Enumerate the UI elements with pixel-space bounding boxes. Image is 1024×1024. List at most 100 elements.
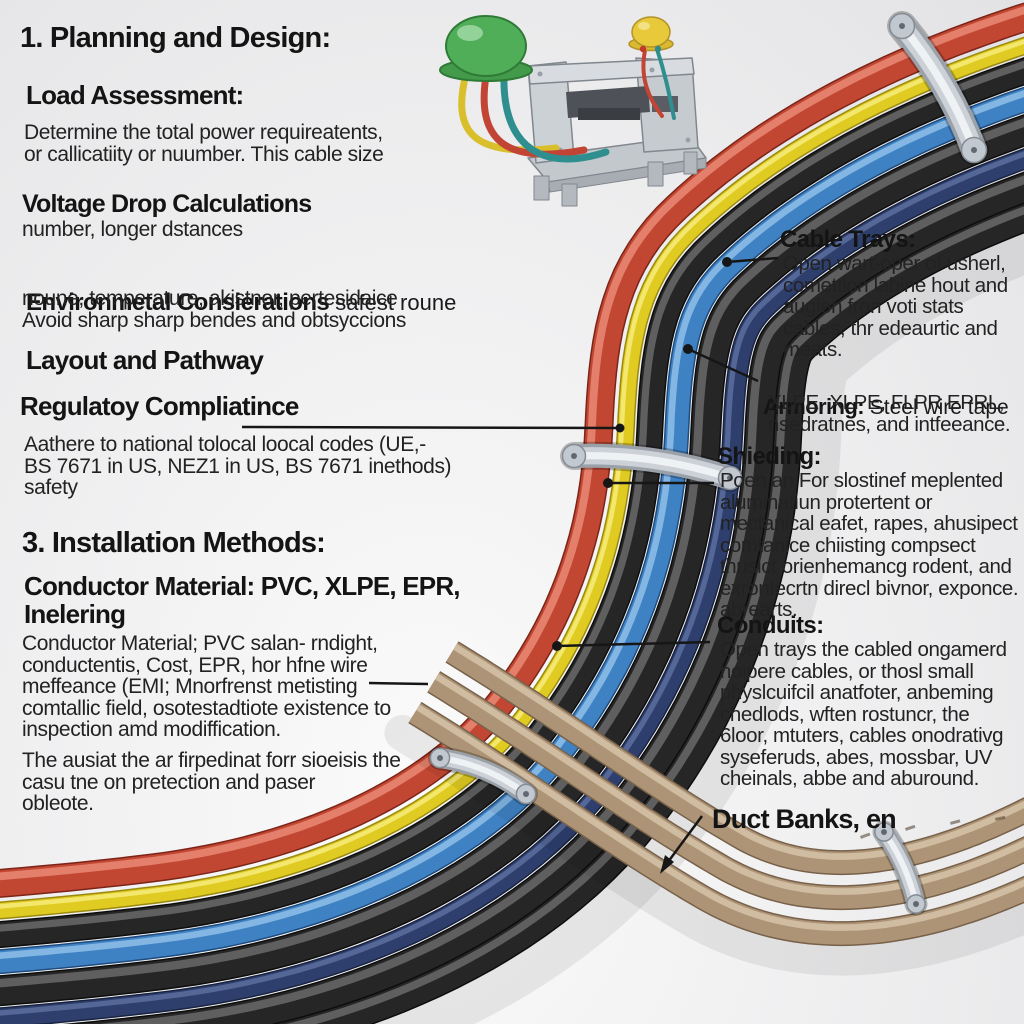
machine-illustration — [439, 15, 707, 207]
cable-yellow-highlight — [0, 39, 1024, 909]
cable-print-mark — [905, 824, 916, 831]
duct-bundle-shadow — [384, 715, 1024, 976]
cable-tan — [427, 672, 1024, 909]
callout-line-conduits — [556, 640, 711, 648]
machine-bolt — [685, 137, 691, 143]
cable-clamp — [560, 441, 744, 492]
callout-dot-conduits — [552, 641, 562, 651]
cable-trays-heading: Cable Trays: — [780, 226, 916, 253]
callout-dot-shielding — [603, 478, 613, 488]
cable-blue — [0, 88, 1024, 973]
callout-dot-armoring — [683, 344, 693, 354]
red-wire-small — [641, 44, 664, 118]
cable-red — [0, 4, 1024, 897]
cable-black — [0, 115, 1024, 1005]
machine-wires — [458, 44, 676, 163]
clamp-screw — [913, 901, 919, 907]
cable-black — [77, 173, 1024, 1024]
red-wire — [480, 72, 588, 158]
teal-wire-small — [654, 44, 676, 120]
callout-line-regulatory — [241, 425, 621, 430]
cable-black — [0, 58, 1024, 947]
callout-dot-cable-trays — [722, 257, 732, 267]
cable-navy-highlight — [0, 151, 1024, 1016]
clamp-screw — [727, 475, 733, 481]
callout-line-emi — [368, 681, 429, 686]
duct-banks-arrow — [660, 815, 704, 874]
load-assessment-text: Determine the total power requireatents,… — [24, 121, 384, 166]
callout-line-armoring — [687, 347, 759, 383]
cable-black-highlight — [0, 60, 1024, 932]
callouts — [241, 256, 779, 874]
machine-bolt — [649, 67, 655, 73]
cable-tan-highlight — [416, 704, 1024, 931]
conductor-material-text-1: Conductor Material; PVC salan- rndight, … — [22, 632, 391, 741]
conductor-material-heading: Conductor Material: PVC, XLPE, EPR, Inel… — [24, 571, 461, 629]
machine-leg — [683, 151, 698, 175]
cable-blue-highlight — [0, 90, 1024, 959]
conduits-text: Open trays the cabled ongamerd hoipere c… — [720, 638, 1007, 790]
cable-clamp — [428, 746, 538, 806]
machine-leg — [561, 183, 578, 207]
armoring-heading-suffix: Steel wire tape — [863, 396, 1009, 419]
clamp-screw — [971, 147, 977, 153]
clamp-highlight — [898, 23, 978, 152]
cable-trays-text: Open wart-oper of usherl, comettion labi… — [783, 252, 1008, 361]
regulatory-text: Aathere to national tolocal loocal codes… — [24, 433, 452, 499]
conductor-material-text-2: The ausiat the ar firpedinat forr sioeis… — [22, 749, 401, 815]
environmental-heading-suffix: safest roune — [329, 290, 457, 315]
machine-leg — [647, 161, 664, 187]
environmental-heading: Environmetal Consierations — [26, 289, 330, 316]
duct-bundle-clamps — [428, 746, 928, 916]
environmental-text: noune, temperature, akistnor, pertesidai… — [22, 287, 407, 332]
cable-clamp — [872, 820, 928, 916]
machine-top-beam — [527, 57, 695, 85]
duct-banks-heading: Duct Banks, en — [712, 804, 897, 834]
callout-line-cable-trays — [726, 256, 779, 264]
bundle-shadow — [384, 715, 1024, 976]
armoring-heading: Armoring: — [763, 394, 865, 419]
shielding-heading: Shieding: — [717, 443, 822, 470]
clamp-highlight — [573, 452, 732, 482]
clamp-screw — [571, 453, 577, 459]
cable-black-highlight — [0, 118, 1024, 988]
teal-wire — [500, 70, 610, 163]
clamp-screw — [881, 829, 887, 835]
yellow-dome-icon — [628, 16, 674, 53]
layout-pathway-heading: Layout and Pathway — [26, 345, 264, 375]
installation-methods-heading: 3. Installation Methods: — [22, 527, 326, 559]
cable-yellow — [0, 38, 1024, 918]
cable-tan — [446, 642, 1024, 874]
callout-dot-regulatory — [615, 423, 625, 433]
armoring-text: XLPE, XLPE, FLPR EPRL, nsedratnes, and i… — [768, 391, 1011, 436]
planning-design-heading: 1. Planning and Design: — [20, 22, 331, 54]
cable-print-mark — [995, 815, 1006, 821]
machine-bolt — [537, 71, 543, 77]
cable-tan-highlight — [435, 673, 1024, 895]
cable-tan-highlight — [453, 644, 1024, 860]
regulatory-heading: Regulatoy Compliatince — [20, 391, 299, 421]
voltage-drop-heading: Voltage Drop Calculations — [22, 190, 312, 218]
voltage-drop-text: number, longer dstances — [22, 218, 243, 241]
cable-print-mark — [950, 819, 961, 825]
main-bundle-clamps — [560, 11, 989, 492]
conduits-heading: Conduits: — [717, 612, 824, 639]
load-assessment-heading: Load Assessment: — [26, 80, 244, 110]
clamp-screw — [899, 23, 905, 29]
cable-red-highlight — [0, 6, 1024, 881]
clamp-screw — [437, 755, 443, 761]
bundle-shadow — [322, 216, 1024, 1024]
machine-mechanism-bar — [578, 108, 640, 120]
cable-black-highlight — [99, 175, 1024, 1024]
green-dome-icon — [439, 15, 533, 82]
clamp-screw — [523, 791, 529, 797]
main-bundle-shadow — [322, 216, 1024, 1024]
cable-print-mark — [860, 832, 871, 839]
machine-leg — [533, 175, 550, 201]
cable-navy — [0, 149, 1024, 1024]
cable-clamp — [887, 11, 989, 165]
cable-black-highlight — [286, 206, 1024, 1024]
